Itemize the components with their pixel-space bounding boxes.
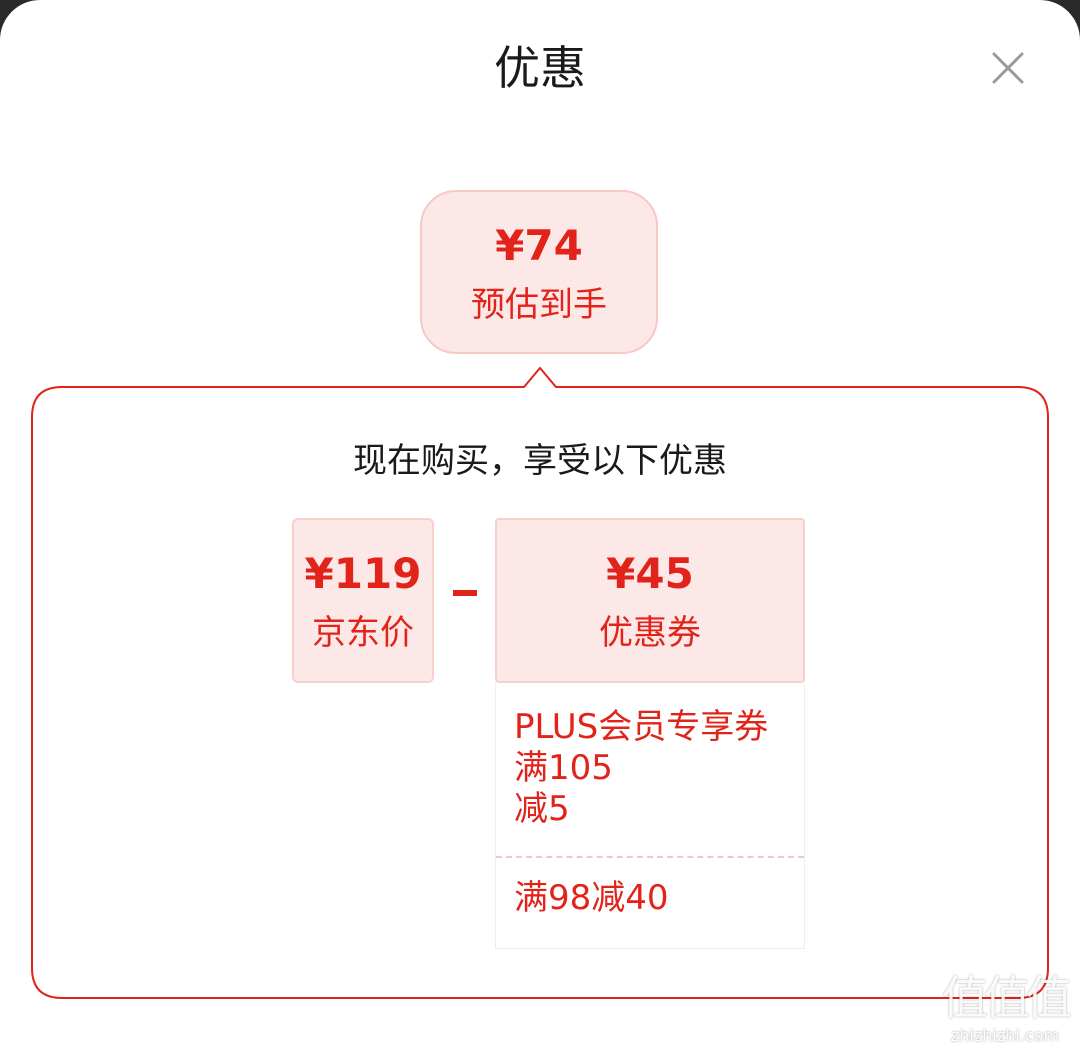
coupon-total-box: ¥45 优惠券 <box>495 518 805 683</box>
coupon-total-amount: ¥45 <box>606 549 694 598</box>
coupon-total-label: 优惠券 <box>599 613 701 653</box>
coupon-item-plus: PLUS会员专享券 满105 减5 <box>496 683 804 858</box>
coupon-item-line: 满105 <box>514 748 613 788</box>
close-button[interactable] <box>988 48 1028 88</box>
coupon-item-line: 减5 <box>514 789 570 829</box>
sheet-title: 优惠 <box>494 41 586 95</box>
estimated-price-badge: ¥74 预估到手 <box>420 190 658 354</box>
jd-price-label: 京东价 <box>312 613 414 653</box>
watermark-glyphs: 值值值 <box>942 971 1072 1025</box>
close-icon <box>992 52 1024 84</box>
estimated-price-amount: ¥74 <box>495 221 583 270</box>
coupon-item-full-reduction: 满98减40 <box>496 858 804 919</box>
watermark-logo: 值值值 zhizhizhi.com <box>930 970 1080 1055</box>
coupon-item-line: PLUS会员专享券 <box>514 707 769 747</box>
minus-operator-icon <box>453 590 477 596</box>
watermark-site: zhizhizhi.com <box>950 1026 1060 1045</box>
coupon-list: PLUS会员专享券 满105 减5 满98减40 <box>495 683 805 949</box>
coupon-item-line: 满98减40 <box>514 878 669 918</box>
jd-price-amount: ¥119 <box>304 549 422 598</box>
panel-heading: 现在购买，享受以下优惠 <box>353 441 727 481</box>
estimated-price-label: 预估到手 <box>471 285 607 325</box>
jd-price-box: ¥119 京东价 <box>292 518 434 683</box>
